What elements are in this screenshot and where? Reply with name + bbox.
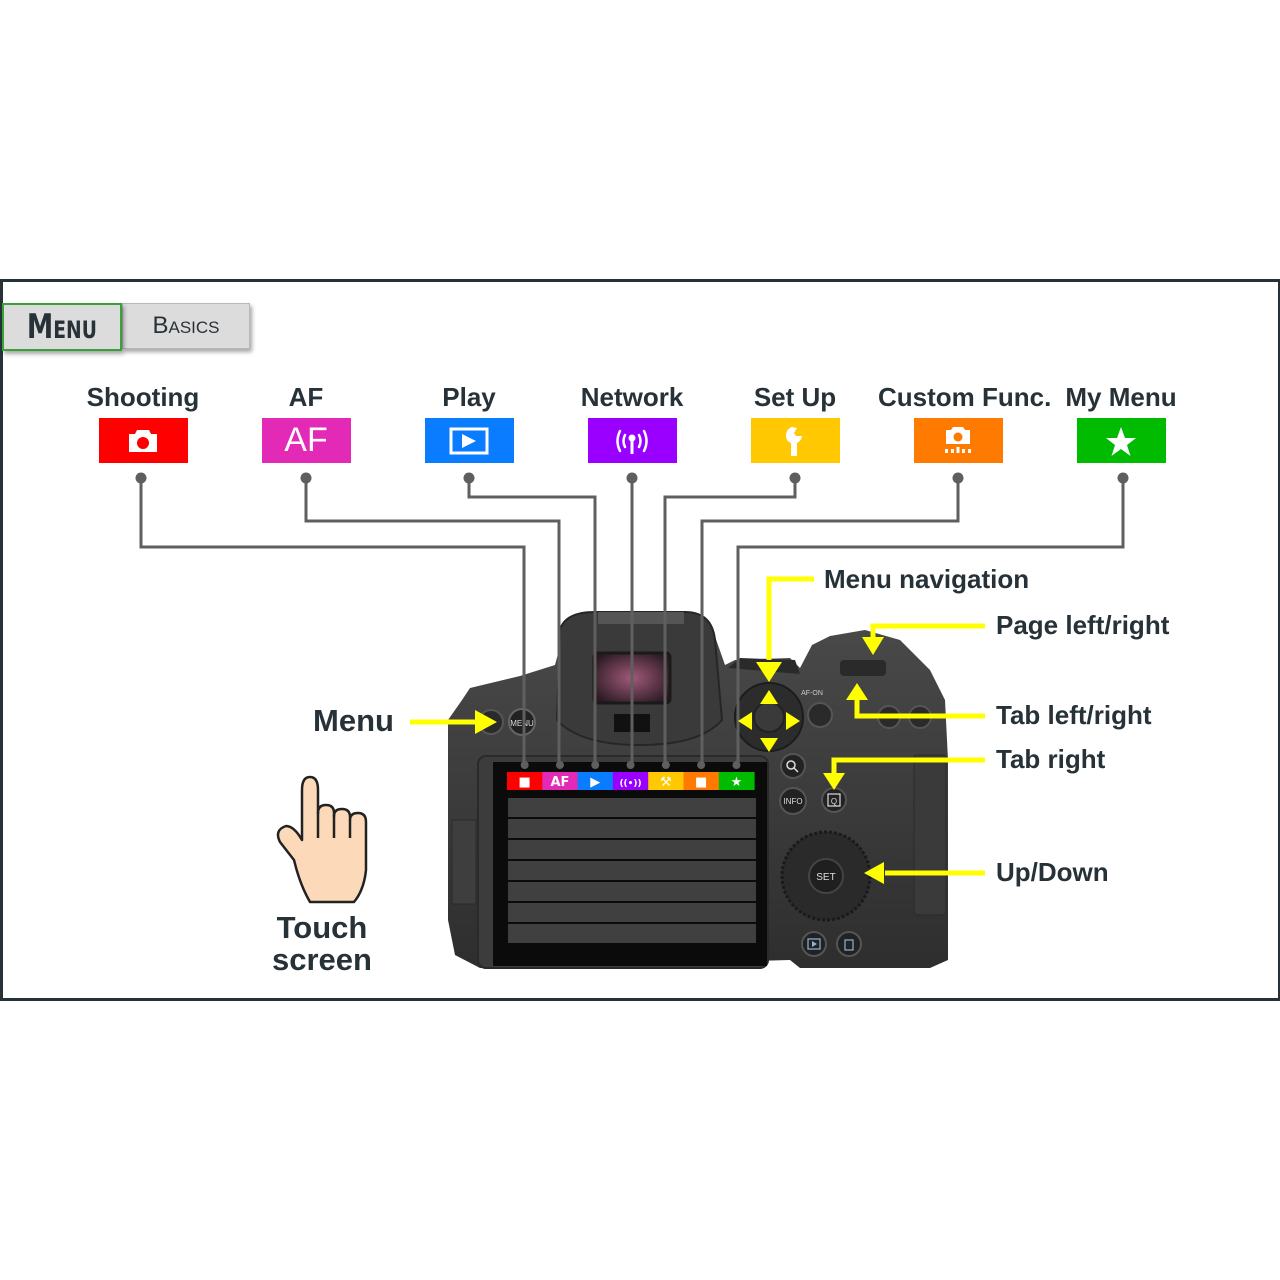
category-af: AF AF xyxy=(226,380,386,463)
star-icon xyxy=(1106,426,1136,456)
wireless-icon xyxy=(616,429,648,454)
category-shooting: Shooting xyxy=(63,380,223,463)
touch-screen-line2: screen xyxy=(272,942,372,977)
category-label: Network xyxy=(580,382,684,412)
tab-menu[interactable]: Menu xyxy=(2,303,122,351)
custom-func-tab-box xyxy=(913,418,1003,463)
category-custom-func: Custom Func. xyxy=(878,380,1052,463)
tab-basics-label: Basics xyxy=(152,312,220,339)
category-my-menu: My Menu xyxy=(1041,380,1201,463)
category-label: AF xyxy=(288,382,324,412)
shooting-tab-box xyxy=(98,418,188,463)
my-menu-tab-box xyxy=(1076,418,1166,463)
category-label: Custom Func. xyxy=(878,382,1052,412)
category-play: Play xyxy=(389,380,549,463)
menu-button-callout: Menu xyxy=(313,703,394,738)
category-network: Network xyxy=(552,380,712,463)
menu-navigation-callout: Menu navigation xyxy=(824,564,1030,594)
network-tab-box xyxy=(587,418,677,463)
af-text-icon: AF xyxy=(284,421,328,459)
up-down-callout: Up/Down xyxy=(996,857,1109,887)
play-icon xyxy=(449,427,489,454)
tab-menu-label: Menu xyxy=(26,307,98,347)
wrench-icon xyxy=(786,426,802,456)
category-label: My Menu xyxy=(1065,382,1177,412)
play-tab-box xyxy=(424,418,514,463)
setup-tab-box xyxy=(750,418,840,463)
touch-screen-line1: Touch xyxy=(276,910,368,945)
tab-right-callout: Tab right xyxy=(996,744,1106,774)
category-label: Play xyxy=(442,382,496,412)
camera-icon xyxy=(129,429,157,452)
touch-screen-callout: Touch screen xyxy=(262,912,382,976)
af-tab-box: AF xyxy=(261,418,351,463)
tab-left-right-callout: Tab left/right xyxy=(996,700,1152,730)
category-setup: Set Up xyxy=(715,380,875,463)
custom-camera-icon xyxy=(945,426,971,453)
category-label: Set Up xyxy=(753,382,837,412)
page-left-right-callout: Page left/right xyxy=(996,610,1170,640)
category-label: Shooting xyxy=(86,382,200,412)
tab-basics[interactable]: Basics xyxy=(122,303,250,349)
